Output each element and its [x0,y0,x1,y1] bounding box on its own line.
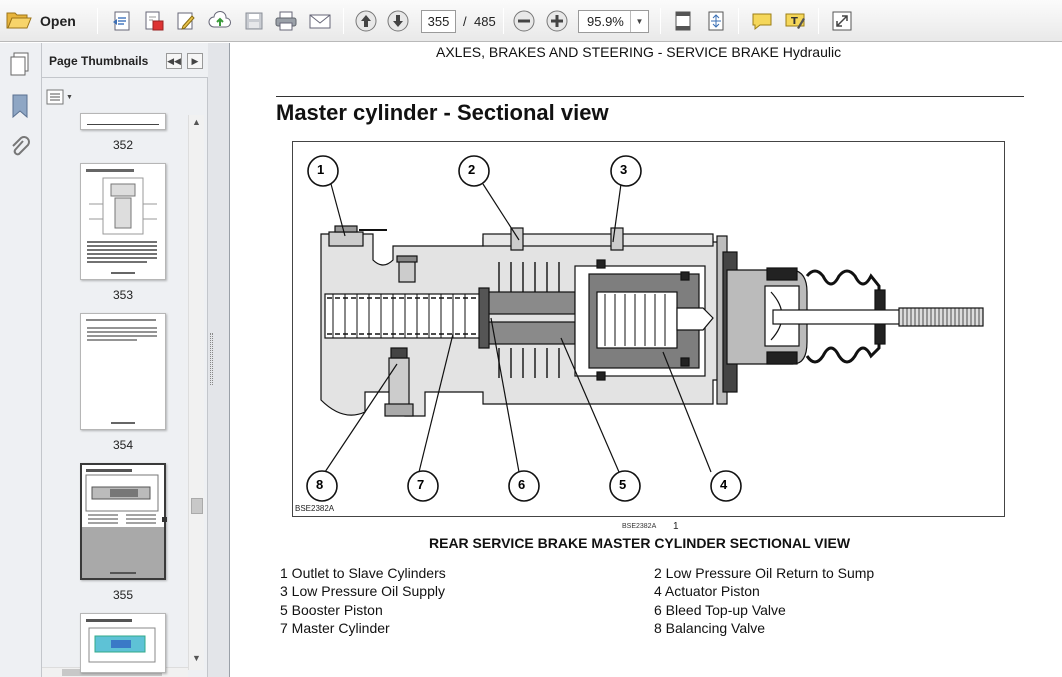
zoom-in-icon[interactable] [543,7,571,35]
zoom-out-icon[interactable] [510,7,538,35]
previous-page-icon[interactable] [352,7,380,35]
chevron-down-icon[interactable]: ▼ [630,11,648,32]
thumbnail-label: 355 [112,588,134,602]
callout-2: 2 [468,162,476,177]
legend-item: 7 Master Cylinder [280,620,390,636]
thumbnail-resize-handle[interactable] [162,517,167,522]
svg-text:T: T [791,16,798,27]
highlight-icon[interactable]: T [781,7,809,35]
upload-icon[interactable] [206,7,234,35]
collapse-left-icon[interactable]: ◀◀ [166,53,182,69]
legend-item: 3 Low Pressure Oil Supply [280,583,445,599]
thumbnail-label: 353 [112,288,134,302]
legend-item: 1 Outlet to Slave Cylinders [280,565,446,581]
comment-icon[interactable] [748,7,776,35]
scroll-mode-icon[interactable] [702,7,730,35]
page-number-input[interactable]: 355 [421,10,456,33]
thumbnail-label: 354 [112,438,134,452]
panel-title: Page Thumbnails [49,54,149,68]
navigation-strip [0,43,42,677]
email-icon[interactable] [306,7,334,35]
callout-3: 3 [620,162,628,177]
scroll-down-icon[interactable]: ▼ [192,653,201,663]
create-pdf-icon[interactable] [108,7,136,35]
next-page-icon[interactable] [384,7,412,35]
fit-page-icon[interactable] [669,7,697,35]
page-total: 485 [474,14,496,29]
legend-item: 2 Low Pressure Oil Return to Sump [654,565,875,581]
callout-1: 1 [317,162,325,177]
chevron-down-icon: ▼ [66,93,73,101]
scroll-up-icon[interactable]: ▲ [192,117,201,127]
zoom-value: 95.9% [587,14,624,29]
panel-splitter[interactable] [208,43,230,677]
page-header: AXLES, BRAKES AND STEERING - SERVICE BRA… [436,44,842,60]
thumbnail-options-menu[interactable]: ▼ [46,89,73,105]
list-options-icon [46,89,64,105]
export-icon[interactable] [140,7,168,35]
pages-icon[interactable] [8,51,32,82]
splitter-grip[interactable] [210,333,213,385]
open-label: Open [40,13,76,29]
save-icon[interactable] [240,7,268,35]
folder-open-icon [6,9,32,34]
expand-right-icon[interactable]: ▶ [187,53,203,69]
sign-icon[interactable] [172,7,200,35]
thumbnail-page-352[interactable] [80,113,166,130]
header-rule [276,96,1024,97]
master-cylinder-diagram [306,155,984,502]
figure-number: 1 [673,521,679,532]
figure-caption: REAR SERVICE BRAKE MASTER CYLINDER SECTI… [429,535,851,551]
page-title: Master cylinder - Sectional view [276,100,609,125]
thumbnail-page-356[interactable] [80,613,166,673]
callout-6: 6 [518,477,526,492]
page-current-value: 355 [427,14,450,29]
fullscreen-icon[interactable] [828,7,856,35]
attachments-icon[interactable] [9,135,31,166]
print-icon[interactable] [272,7,300,35]
callout-4: 4 [720,477,728,492]
figure-code-small: BSE2382A [622,523,657,530]
page-separator: / [463,14,467,29]
callout-8: 8 [316,477,324,492]
figure-code: BSE2382A [295,504,335,513]
thumbnail-page-355[interactable] [80,463,167,580]
sectional-view-figure: 1 2 3 4 5 6 7 8 BSE2382A [292,141,1005,517]
callout-5: 5 [619,477,627,492]
legend-item: 4 Actuator Piston [654,583,760,599]
thumbnail-page-353[interactable] [80,163,166,280]
thumbnail-label: 352 [112,138,134,152]
open-button[interactable]: Open [6,7,76,35]
legend-item: 5 Booster Piston [280,602,383,618]
scrollbar-thumb[interactable] [191,498,203,514]
panel-header: Page Thumbnails ◀◀ ▶ [42,43,208,78]
thumbnail-page-354[interactable] [80,313,166,430]
legend-item: 6 Bleed Top-up Valve [654,602,786,618]
callout-7: 7 [417,477,425,492]
thumbnail-scrollbar[interactable]: ▲ ▼ [188,115,204,670]
toolbar: Open 355 / 485 95.9% ▼ [0,0,1062,42]
legend-item: 8 Balancing Valve [654,620,766,636]
bookmarks-icon[interactable] [9,93,31,124]
zoom-select[interactable]: 95.9% ▼ [578,10,649,33]
